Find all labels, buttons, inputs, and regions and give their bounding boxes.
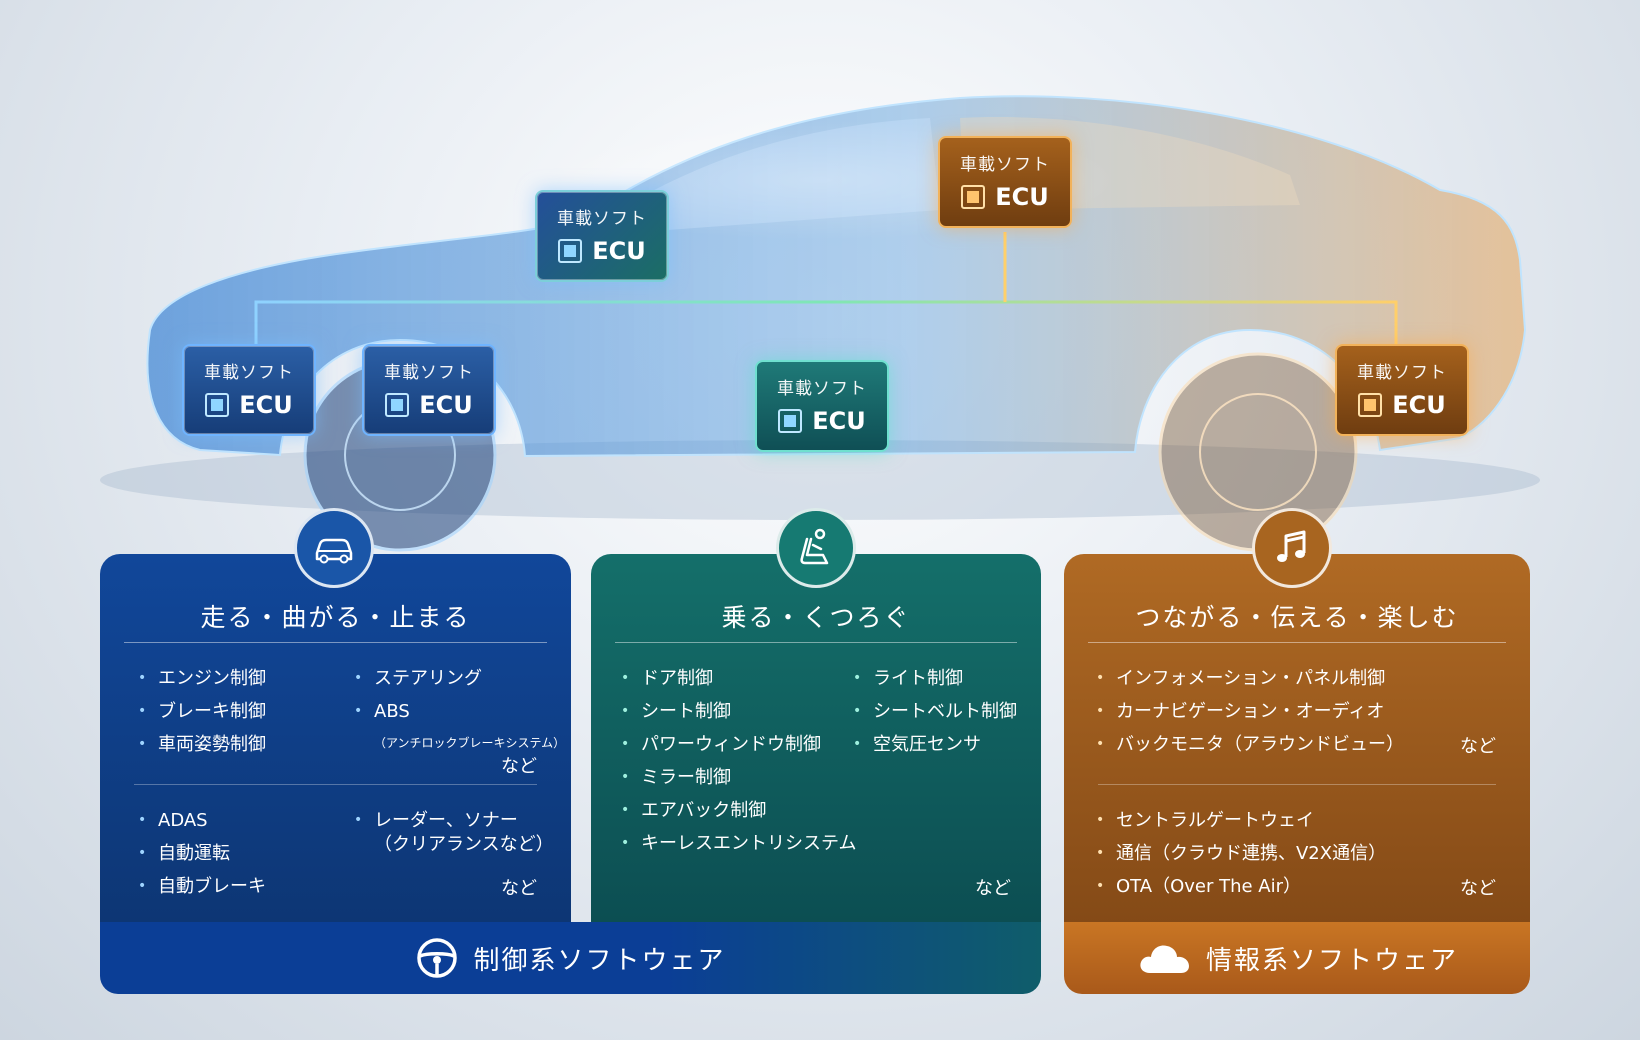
list-item: エアバック制御 bbox=[621, 794, 856, 827]
list-item: ADAS bbox=[138, 804, 266, 837]
ecu-label: 車載ソフト bbox=[777, 379, 867, 399]
panel-connect: つながる・伝える・楽しむ インフォメーション・パネル制御 カーナビゲーション・オ… bbox=[1064, 508, 1530, 992]
list-item: ライト制御 bbox=[853, 662, 1017, 695]
ecu-box-roof: 車載ソフト ECU bbox=[938, 136, 1072, 228]
steering-wheel-icon bbox=[417, 938, 458, 978]
abs-note: （アンチロックブレーキシステム） bbox=[374, 736, 566, 750]
ecu-box-center: 車載ソフト ECU bbox=[755, 360, 889, 452]
list-item: 空気圧センサ bbox=[853, 728, 1017, 761]
connect-list-1: インフォメーション・パネル制御 カーナビゲーション・オーディオ バックモニタ（ア… bbox=[1096, 662, 1404, 761]
list-item: インフォメーション・パネル制御 bbox=[1096, 662, 1404, 695]
etc-label: など bbox=[1460, 878, 1496, 899]
footer-label: 制御系ソフトウェア bbox=[473, 945, 726, 976]
ecu-chip-text: ECU bbox=[1392, 391, 1446, 419]
drive-list-1-right: ステアリング ABS bbox=[354, 662, 482, 728]
list-item: ABS bbox=[354, 695, 482, 728]
ecu-box-front-1: 車載ソフト ECU bbox=[182, 344, 316, 436]
etc-label: など bbox=[1460, 736, 1496, 757]
chip-icon bbox=[778, 409, 803, 433]
panel-drive: 走る・曲がる・止まる エンジン制御 ブレーキ制御 車両姿勢制御 ステアリング A… bbox=[100, 508, 571, 924]
divider bbox=[124, 642, 547, 643]
divider bbox=[134, 784, 537, 785]
list-item: エンジン制御 bbox=[138, 662, 266, 695]
ecu-chip-text: ECU bbox=[239, 391, 293, 419]
connect-list-2: セントラルゲートウェイ 通信（クラウド連携、V2X通信） OTA（Over Th… bbox=[1096, 804, 1386, 903]
list-item: OTA（Over The Air） bbox=[1096, 870, 1386, 903]
ecu-chip-text: ECU bbox=[419, 391, 473, 419]
panel-title: 走る・曲がる・止まる bbox=[200, 603, 471, 632]
list-item: シート制御 bbox=[621, 695, 856, 728]
seat-icon bbox=[776, 508, 856, 588]
footer-info-software: 情報系ソフトウェア bbox=[1064, 922, 1530, 994]
footer-label: 情報系ソフトウェア bbox=[1205, 945, 1458, 976]
list-item: 自動ブレーキ bbox=[138, 870, 266, 903]
radar-note: （クリアランスなど） bbox=[374, 834, 554, 855]
ecu-box-front-2: 車載ソフト ECU bbox=[362, 344, 496, 436]
list-item: 自動運転 bbox=[138, 837, 266, 870]
footer-control-software: 制御系ソフトウェア bbox=[100, 922, 1041, 994]
ecu-box-rear: 車載ソフト ECU bbox=[1335, 344, 1469, 436]
ecu-label: 車載ソフト bbox=[557, 209, 647, 229]
list-item: 車両姿勢制御 bbox=[138, 728, 266, 761]
list-item: カーナビゲーション・オーディオ bbox=[1096, 695, 1404, 728]
ecu-label: 車載ソフト bbox=[960, 155, 1050, 175]
drive-list-1-left: エンジン制御 ブレーキ制御 車両姿勢制御 bbox=[138, 662, 266, 761]
panel-title: つながる・伝える・楽しむ bbox=[1135, 603, 1459, 632]
music-note-icon bbox=[1252, 508, 1332, 588]
ride-list-right: ライト制御 シートベルト制御 空気圧センサ bbox=[853, 662, 1017, 761]
drive-list-2-right: レーダー、ソナー bbox=[354, 804, 518, 837]
car-icon bbox=[294, 508, 374, 588]
chip-icon bbox=[961, 185, 986, 209]
ecu-box-dashboard: 車載ソフト ECU bbox=[535, 190, 669, 282]
list-item: 通信（クラウド連携、V2X通信） bbox=[1096, 837, 1386, 870]
ecu-label: 車載ソフト bbox=[204, 363, 294, 383]
divider bbox=[615, 642, 1017, 643]
ride-list-left: ドア制御 シート制御 パワーウィンドウ制御 ミラー制御 エアバック制御 キーレス… bbox=[621, 662, 856, 860]
ecu-chip-text: ECU bbox=[995, 183, 1049, 211]
list-item: セントラルゲートウェイ bbox=[1096, 804, 1386, 837]
chip-icon bbox=[558, 239, 583, 263]
chip-icon bbox=[1358, 393, 1383, 417]
etc-label: など bbox=[975, 878, 1011, 899]
divider bbox=[1088, 642, 1506, 643]
divider bbox=[1098, 784, 1496, 785]
panel-title: 乗る・くつろぐ bbox=[721, 603, 911, 632]
list-item: ドア制御 bbox=[621, 662, 856, 695]
ecu-label: 車載ソフト bbox=[1357, 363, 1447, 383]
list-item: レーダー、ソナー bbox=[354, 804, 518, 837]
chip-icon bbox=[205, 393, 230, 417]
panel-ride: 乗る・くつろぐ ドア制御 シート制御 パワーウィンドウ制御 ミラー制御 エアバッ… bbox=[591, 508, 1041, 924]
drive-list-2-left: ADAS 自動運転 自動ブレーキ bbox=[138, 804, 266, 903]
cloud-icon bbox=[1140, 945, 1189, 973]
list-item: ミラー制御 bbox=[621, 761, 856, 794]
list-item: キーレスエントリシステム bbox=[621, 827, 856, 860]
list-item: パワーウィンドウ制御 bbox=[621, 728, 856, 761]
etc-label: など bbox=[501, 756, 537, 777]
ecu-chip-text: ECU bbox=[592, 237, 646, 265]
chip-icon bbox=[385, 393, 410, 417]
list-item: ブレーキ制御 bbox=[138, 695, 266, 728]
list-item: シートベルト制御 bbox=[853, 695, 1017, 728]
etc-label: など bbox=[501, 878, 537, 899]
ecu-label: 車載ソフト bbox=[384, 363, 474, 383]
ecu-bus-lines bbox=[254, 232, 1398, 360]
list-item: バックモニタ（アラウンドビュー） bbox=[1096, 728, 1404, 761]
list-item: ステアリング bbox=[354, 662, 482, 695]
ecu-chip-text: ECU bbox=[812, 407, 866, 435]
